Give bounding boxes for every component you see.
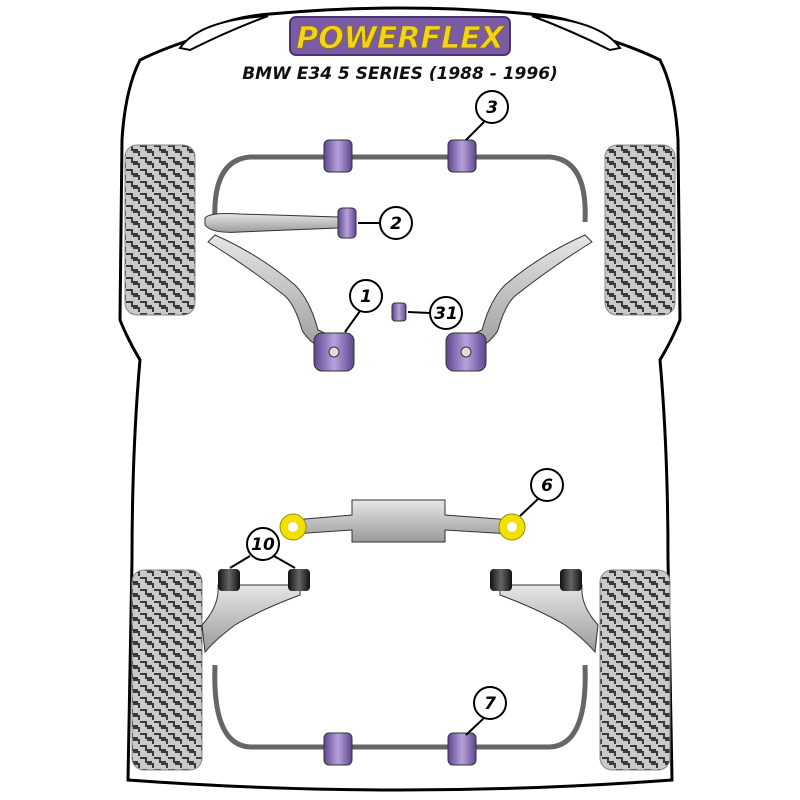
callout-31: 31 [429,296,463,330]
svg-text:2: 2 [390,214,402,234]
front-arb-bushing-left [323,139,353,173]
callout-7: 7 [473,686,507,720]
car-body-outline [118,6,682,792]
svg-text:10: 10 [251,535,275,555]
callout-3: 3 [475,90,509,124]
small-bushing-31 [391,302,407,322]
powerflex-logo: POWERFLEX [289,16,511,56]
right-headlight-outline [531,15,622,52]
tie-rod-bushing [337,207,357,239]
svg-text:1: 1 [360,287,372,307]
rear-arm-bushing-4 [560,569,582,591]
svg-text:7: 7 [484,694,496,714]
rear-right-tire [599,569,671,771]
rear-left-tire [131,569,203,771]
callout-10: 10 [246,527,280,561]
callout-arrows [229,121,539,736]
rear-arm-bushing-1 [218,569,240,591]
rear-arm-right [499,584,599,654]
front-arb-bushing-right [447,139,477,173]
rear-anti-roll-bar [212,664,588,750]
rear-arm-bushing-3 [490,569,512,591]
callout-6: 6 [530,468,564,502]
rear-arb-bushing-left [323,732,353,766]
vehicle-title: BMW E34 5 SERIES (1988 - 1996) [242,64,558,84]
svg-text:31: 31 [434,304,458,324]
svg-text:6: 6 [541,476,553,496]
front-left-tire [124,144,196,316]
front-anti-roll-bar [212,154,588,223]
callout-1: 1 [349,279,383,313]
svg-text:3: 3 [486,98,498,118]
svg-text:POWERFLEX: POWERFLEX [296,21,505,56]
front-right-tire [604,144,676,316]
callout-2: 2 [379,206,413,240]
rear-arm-left [201,584,301,654]
left-headlight-outline [178,15,269,52]
rear-arb-bushing-right [447,732,477,766]
rear-arm-bushing-2 [288,569,310,591]
